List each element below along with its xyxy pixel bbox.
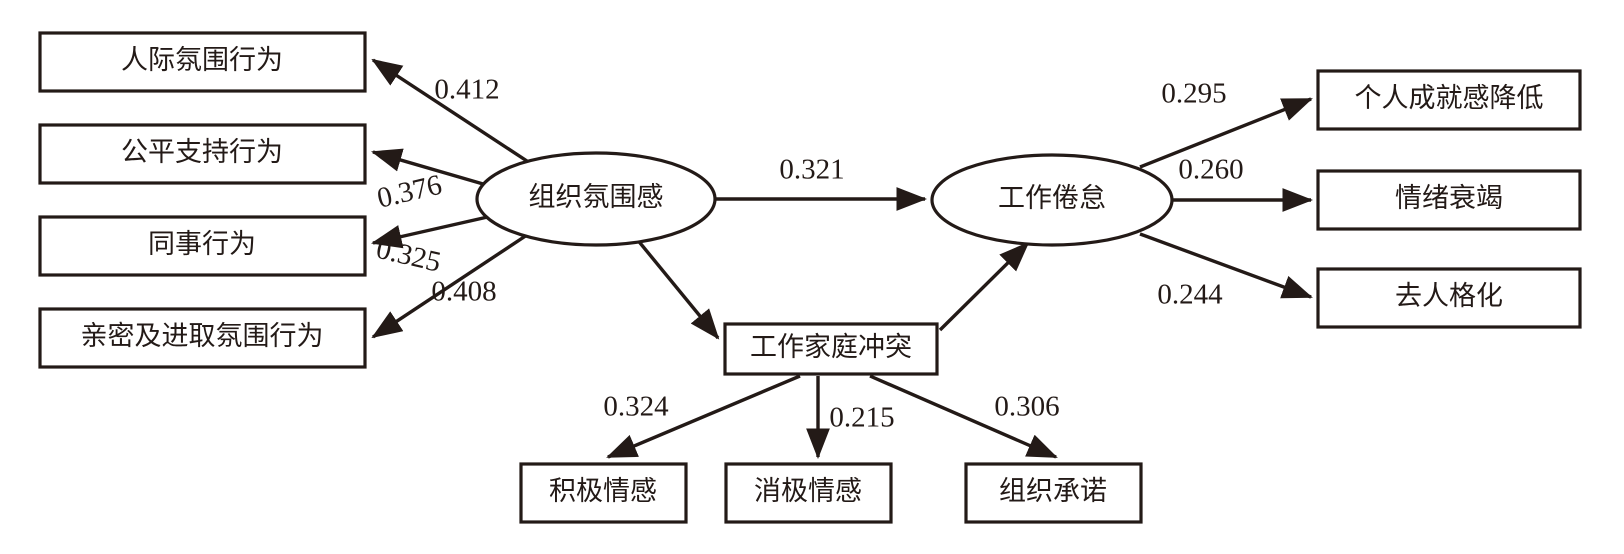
coefficient-label-0408: 0.408 [431,276,496,308]
coefficient-label-0244: 0.244 [1157,279,1223,311]
node-org-commitment[interactable]: 组织承诺 [964,462,1143,524]
node-positive-affect[interactable]: 积极情感 [519,462,688,524]
node-fair-support-label: 公平支持行为 [121,137,283,167]
node-intimacy[interactable]: 亲密及进取氛围行为 [38,307,367,369]
node-emotional-exhaustion[interactable]: 情绪衰竭 [1316,169,1582,231]
coefficient-label-0260: 0.260 [1178,154,1243,186]
node-org-climate[interactable]: 组织氛围感 [475,151,717,247]
edge-job-burnout-to-depersonalization [1139,232,1313,299]
node-negative-affect[interactable]: 消极情感 [724,462,893,524]
coefficient-label-0376: 0.376 [374,169,445,215]
coefficient-label-0412: 0.412 [434,74,499,106]
node-work-family-conflict[interactable]: 工作家庭冲突 [723,322,939,376]
edge-org-climate-to-wfc [634,236,720,340]
coefficient-label-0306: 0.306 [994,391,1059,423]
node-interpersonal-label: 人际氛围行为 [121,45,283,75]
edge-wfc-to-positive-affect [606,374,801,459]
edge-org-climate-to-interpersonal [371,58,531,165]
coefficient-label-0321: 0.321 [779,154,844,186]
edge-org-climate-to-intimacy [371,233,528,339]
node-reduced-accomplishment[interactable]: 个人成就感降低 [1316,69,1582,131]
node-reduced-accomplishment-label: 个人成就感降低 [1355,83,1544,113]
edge-job-burnout-to-reduced-accomplishment [1139,97,1313,169]
node-org-climate-label: 组织氛围感 [529,182,664,212]
coefficient-label-0215: 0.215 [829,402,894,434]
node-work-family-conflict-label: 工作家庭冲突 [750,332,912,362]
node-interpersonal[interactable]: 人际氛围行为 [38,31,367,93]
node-fair-support[interactable]: 公平支持行为 [38,123,367,185]
edge-org-climate-to-coworker [371,214,493,249]
node-coworker-label: 同事行为 [148,229,256,259]
node-depersonalization[interactable]: 去人格化 [1316,267,1582,329]
node-positive-affect-label: 积极情感 [549,476,657,506]
node-emotional-exhaustion-label: 情绪衰竭 [1395,183,1503,213]
coefficient-label-0324: 0.324 [603,391,669,423]
node-negative-affect-label: 消极情感 [754,476,862,506]
edge-wfc-to-org-commitment [869,374,1058,459]
edge-group [371,58,1314,460]
coefficient-label-group: 0.412 0.376 0.325 0.408 0.321 0.295 0.26… [373,74,1243,434]
coefficient-label-0295: 0.295 [1161,78,1226,110]
node-coworker[interactable]: 同事行为 [38,215,367,277]
edge-wfc-to-job-burnout [938,241,1030,332]
coefficient-label-0325: 0.325 [373,233,444,279]
node-org-commitment-label: 组织承诺 [999,476,1107,506]
edge-org-climate-to-fair-support [371,148,491,188]
observed-node-group: 人际氛围行为 公平支持行为 同事行为 亲密及进取氛围行为 工作家庭冲突 个人成就 [38,31,1582,524]
node-intimacy-label: 亲密及进取氛围行为 [81,321,324,351]
node-job-burnout[interactable]: 工作倦怠 [930,153,1174,247]
node-depersonalization-label: 去人格化 [1395,281,1503,311]
node-job-burnout-label: 工作倦怠 [998,183,1106,213]
latent-node-group: 组织氛围感 工作倦怠 [475,151,1174,247]
